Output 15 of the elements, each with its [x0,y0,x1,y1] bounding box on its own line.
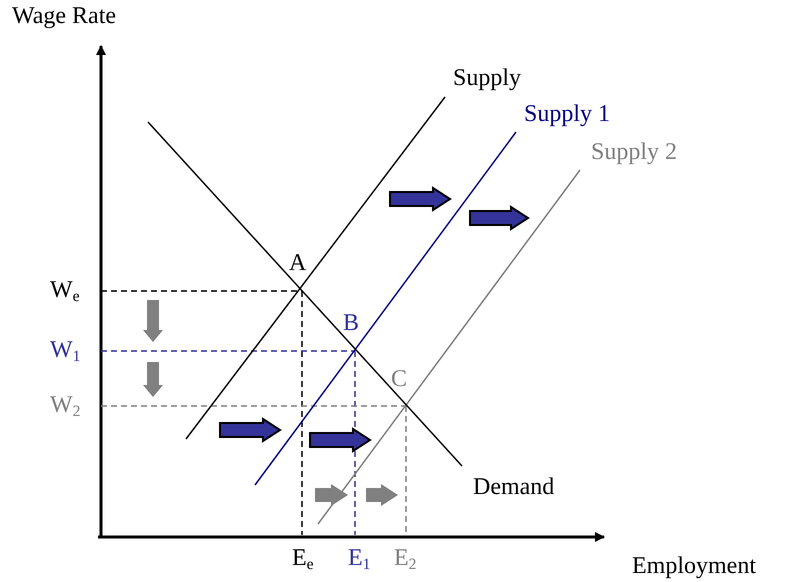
tick-label: E$_{2}$ [394,546,416,570]
point-label: B [343,311,360,335]
tick-label: E$_{1}$ [348,546,370,570]
curve-label: Supply [453,66,522,90]
point-label: C [391,367,408,391]
curve-label: Supply 1 [524,102,610,126]
point-label: A [289,251,306,275]
axis-title: Employment [632,554,756,578]
curve-label: Demand [473,475,554,499]
curve-label: Supply 2 [591,140,678,164]
tick-label: W$_{1}$ [50,338,80,362]
axis-title: Wage Rate [12,4,116,28]
tick-label: W$_{2}$ [50,393,80,417]
tick-label: E$_{e}$ [292,546,314,570]
tick-label: W$_{e}$ [50,278,80,302]
